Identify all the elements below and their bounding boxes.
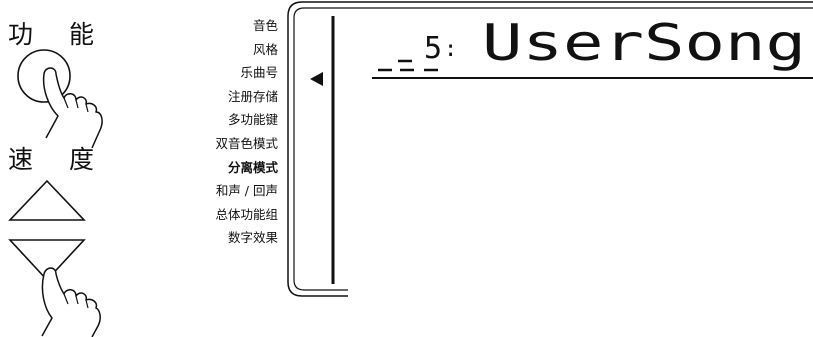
function-label: 功 能: [8, 20, 108, 49]
empty-digit-segments: [378, 59, 438, 72]
menu-item: 乐曲号: [240, 65, 278, 81]
song-number-separator: :: [444, 37, 457, 62]
pointing-hand-icon: [42, 67, 103, 148]
lcd-bezel-inner: [293, 7, 813, 291]
lcd-bezel: [287, 1, 813, 297]
menu-item: 多功能键: [227, 112, 278, 128]
menu-item: 总体功能组: [215, 206, 278, 222]
menu-item: 数字效果: [227, 230, 278, 246]
song-number: 5: [424, 31, 442, 66]
menu-item: 注册存储: [227, 88, 278, 104]
tempo-up-button[interactable]: [0, 176, 100, 232]
control-panel: 功 能 速 度: [0, 0, 140, 337]
menu-item: 音色: [252, 18, 278, 33]
up-triangle-icon: [8, 179, 86, 221]
song-name: UserSong: [482, 14, 806, 72]
menu-item: 和声 / 回声: [215, 183, 278, 199]
left-pointer-icon: [310, 72, 323, 86]
mode-menu: 音色风格乐曲号注册存储多功能键双音色模式分离模式和声 / 回声总体功能组数字效果: [150, 14, 278, 250]
tempo-label: 速 度: [8, 145, 108, 174]
tempo-down-button[interactable]: [0, 234, 140, 337]
menu-item: 分离模式: [227, 159, 278, 175]
menu-item: 风格: [252, 41, 278, 57]
menu-item: 双音色模式: [215, 135, 278, 151]
down-triangle-icon: [8, 239, 86, 282]
function-button[interactable]: [0, 48, 140, 148]
pointing-hand-icon: [41, 267, 101, 337]
